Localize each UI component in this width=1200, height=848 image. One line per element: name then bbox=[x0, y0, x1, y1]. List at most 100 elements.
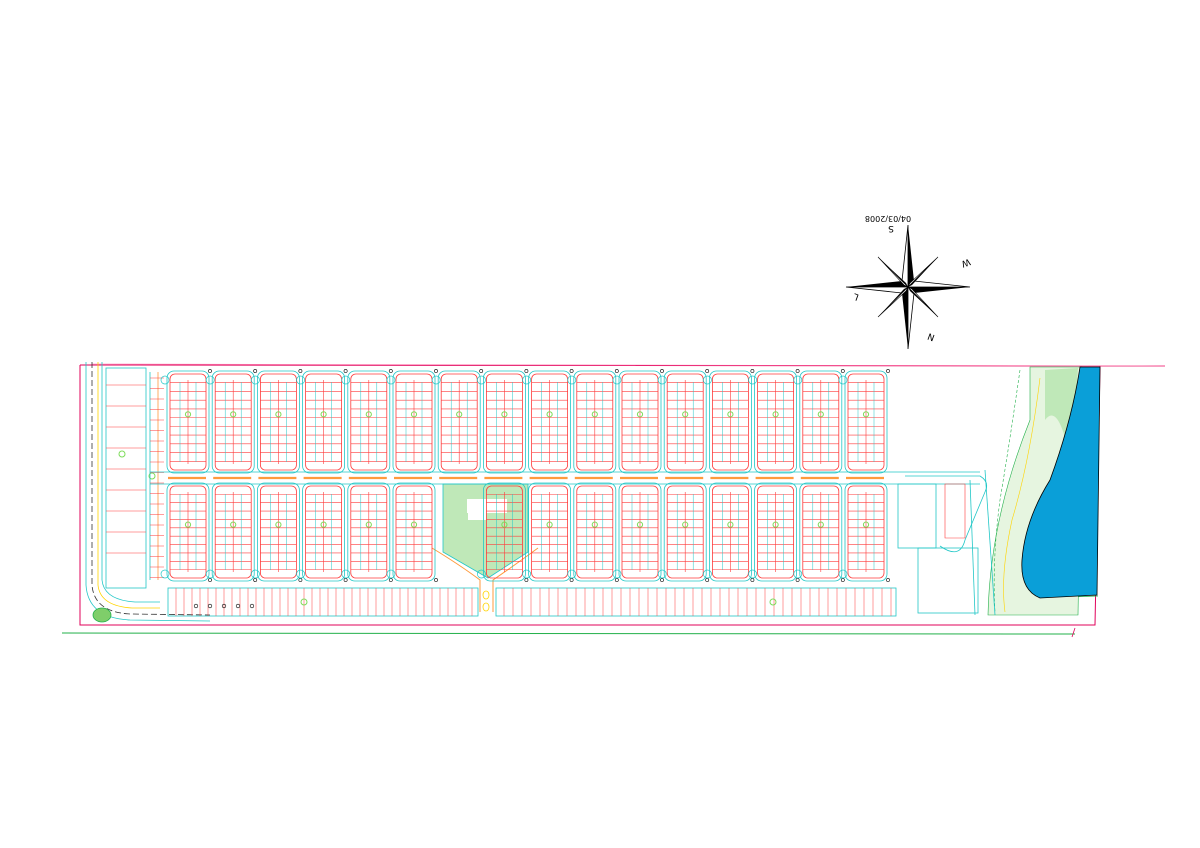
roundabout-marker bbox=[591, 521, 598, 528]
roundabout-marker bbox=[682, 521, 689, 528]
roundabout-marker bbox=[365, 521, 372, 528]
compass-label-s: S bbox=[888, 223, 894, 233]
well-marker bbox=[569, 578, 574, 582]
lower-block bbox=[347, 482, 391, 582]
compass-date: 04/03/2008 bbox=[865, 214, 911, 223]
upper-block bbox=[844, 370, 888, 474]
well-marker bbox=[660, 369, 664, 373]
upper-block bbox=[754, 370, 797, 474]
roundabout-marker bbox=[817, 411, 824, 418]
well-marker bbox=[524, 369, 529, 373]
upper-block bbox=[392, 370, 436, 474]
water-body bbox=[1021, 366, 1101, 599]
north-arrow-icon bbox=[845, 224, 971, 350]
roundabout-marker bbox=[546, 411, 553, 418]
lower-block bbox=[392, 482, 436, 582]
roundabout-marker bbox=[320, 411, 327, 418]
upper-block bbox=[347, 370, 391, 474]
lower-block bbox=[663, 482, 707, 582]
roundabout-marker bbox=[184, 521, 192, 528]
upper-block bbox=[618, 370, 662, 474]
compass-rose bbox=[845, 224, 971, 350]
lower-block bbox=[709, 482, 752, 582]
river-zone bbox=[987, 366, 1101, 616]
roundabout-marker bbox=[862, 521, 870, 528]
lower-block bbox=[211, 482, 255, 582]
roundabout-marker bbox=[636, 521, 644, 528]
roundabout-marker bbox=[772, 411, 779, 418]
well-marker bbox=[524, 578, 529, 582]
upper-block bbox=[256, 370, 300, 474]
lower-block bbox=[844, 482, 888, 582]
roundabout-marker bbox=[817, 521, 824, 528]
well-marker bbox=[388, 369, 393, 373]
roundabout-marker bbox=[682, 411, 689, 418]
upper-block bbox=[482, 370, 526, 474]
lower-block bbox=[256, 482, 300, 582]
east-service-area bbox=[897, 469, 996, 616]
well-marker bbox=[705, 578, 710, 582]
roundabout-marker bbox=[275, 521, 282, 528]
roundabout-marker bbox=[772, 521, 779, 528]
lower-block bbox=[528, 482, 571, 582]
roundabout-marker bbox=[546, 521, 553, 528]
well-marker bbox=[840, 578, 845, 582]
well-marker bbox=[569, 369, 574, 373]
roundabout-marker bbox=[230, 521, 237, 528]
well-marker bbox=[886, 578, 890, 582]
lower-block bbox=[799, 482, 843, 582]
roundabout-marker bbox=[230, 411, 237, 418]
well-marker bbox=[705, 369, 710, 373]
well-marker bbox=[434, 578, 438, 582]
lot-blocks bbox=[160, 369, 890, 582]
left-lot-strip bbox=[105, 367, 164, 589]
roundabout-marker bbox=[727, 411, 734, 418]
well-marker bbox=[343, 578, 348, 582]
roundabout-marker bbox=[410, 411, 418, 418]
roundabout-marker bbox=[320, 521, 327, 528]
upper-block bbox=[166, 370, 210, 474]
compass-label-l: L bbox=[852, 291, 860, 302]
well-marker bbox=[479, 369, 484, 373]
lower-block bbox=[166, 482, 210, 582]
upper-block bbox=[709, 370, 752, 474]
roundabout-marker bbox=[456, 411, 463, 418]
well-marker bbox=[388, 578, 393, 582]
upper-block bbox=[663, 370, 707, 474]
compass-label-w: W bbox=[960, 256, 972, 268]
lower-block bbox=[302, 482, 346, 582]
roundabout-marker bbox=[636, 411, 644, 418]
well-marker bbox=[886, 369, 890, 373]
upper-block bbox=[437, 370, 481, 474]
well-marker bbox=[298, 369, 303, 373]
well-marker bbox=[795, 369, 800, 373]
upper-block bbox=[528, 370, 571, 474]
well-marker bbox=[660, 578, 664, 582]
well-marker bbox=[614, 369, 619, 373]
upper-block bbox=[799, 370, 843, 474]
lower-block bbox=[754, 482, 797, 582]
roundabout-marker bbox=[410, 521, 418, 528]
well-marker bbox=[298, 578, 303, 582]
roundabout-marker bbox=[862, 411, 870, 418]
well-marker bbox=[253, 578, 258, 582]
lower-block bbox=[482, 482, 526, 582]
well-marker bbox=[750, 369, 755, 373]
street-medians bbox=[150, 471, 980, 485]
lower-block bbox=[618, 482, 662, 582]
upper-block bbox=[573, 370, 617, 474]
well-marker bbox=[208, 578, 212, 582]
well-marker bbox=[840, 369, 845, 373]
well-marker bbox=[253, 369, 258, 373]
roundabout-marker bbox=[501, 411, 508, 418]
well-marker bbox=[343, 369, 348, 373]
compass-label-n: N bbox=[926, 330, 936, 342]
roundabout-marker bbox=[365, 411, 372, 418]
left-access-road bbox=[85, 362, 211, 623]
roundabout-marker bbox=[275, 411, 282, 418]
lower-block bbox=[573, 482, 617, 582]
roundabout-marker bbox=[184, 411, 192, 418]
well-marker bbox=[434, 369, 438, 373]
roundabout-marker bbox=[727, 521, 734, 528]
